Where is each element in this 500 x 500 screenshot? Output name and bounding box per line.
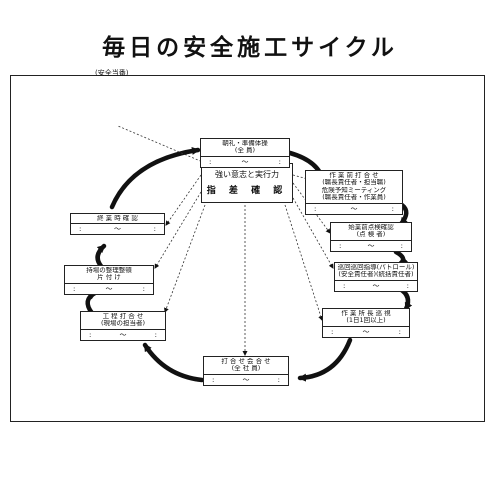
step-pre-work-meeting: 作 業 前 打 合 せ (職長責任者・担当職) 危険予知ミーティング (職長責任…: [305, 170, 403, 215]
step-sub: (全 員): [234, 147, 256, 155]
arc-patrol-to-workcheck: [397, 286, 413, 312]
step-header: 終 業 時 確 認: [71, 214, 164, 225]
step-header: 朝礼・準備体操 (全 員): [201, 139, 289, 157]
center-line-2: 指 差 確 認: [206, 186, 288, 196]
arc-finalcheck-to-morning: [109, 146, 201, 210]
step-cleanup: 持場の整理整頓 片 付 け :〜:: [64, 265, 154, 295]
center-box: 強い意志と実行力 指 差 確 認: [201, 163, 293, 203]
time-slot: :〜:: [314, 204, 394, 213]
time-slot: :〜:: [343, 281, 409, 290]
arc-cleanup-to-finalcheck: [95, 243, 107, 269]
step-process-meeting: 工 程 打 合 せ (現場の担当者) :〜:: [80, 311, 166, 341]
step-label: 朝礼・準備体操: [222, 140, 268, 147]
time-slot: :〜:: [89, 330, 157, 339]
safety-duty-note: (安全当番): [95, 69, 129, 77]
time-slot: :〜:: [209, 157, 281, 166]
arc-process-to-cleanup: [85, 290, 98, 316]
time-slot: :〜:: [339, 241, 403, 250]
step-site-manager-patrol: 作 業 所 長 巡 視 (1日1回以上) :〜:: [322, 308, 410, 338]
step-morning-assembly: 朝礼・準備体操 (全 員) :〜:: [200, 138, 290, 168]
diagram-title: 毎日の安全施工サイクル: [102, 35, 398, 61]
step-header: 作 業 前 打 合 せ (職長責任者・担当職) 危険予知ミーティング (職長責任…: [306, 171, 402, 204]
step-header: 持場の整理整頓 片 付 け: [65, 266, 153, 284]
time-slot: :〜:: [73, 284, 145, 293]
center-line-1: 強い意志と実行力: [215, 170, 279, 179]
step-header: 巡回巡回指導(パトロール) (安全責任者)(統括責任者): [335, 263, 417, 281]
time-slot: :〜:: [79, 225, 156, 234]
step-meeting: 打 合 せ 会 合 せ (全 社 員) :〜:: [203, 356, 289, 386]
step-start-inspection: 始業前点検確認 (点 検 者) :〜:: [330, 222, 412, 252]
time-slot: :〜:: [331, 327, 401, 336]
step-header: 作 業 所 長 巡 視 (1日1回以上): [323, 309, 409, 327]
time-slot: :〜:: [212, 375, 280, 384]
step-patrol: 巡回巡回指導(パトロール) (安全責任者)(統括責任者) :〜:: [334, 262, 418, 292]
arc-meeting-to-process: [142, 342, 205, 383]
step-header: 始業前点検確認 (点 検 者): [331, 223, 411, 241]
step-header: 打 合 せ 会 合 せ (全 社 員): [204, 357, 288, 375]
arc-workcheck-to-meeting: [297, 337, 353, 382]
step-header: 工 程 打 合 せ (現場の担当者): [81, 312, 165, 330]
step-end-of-day-check: 終 業 時 確 認 :〜:: [70, 213, 165, 236]
